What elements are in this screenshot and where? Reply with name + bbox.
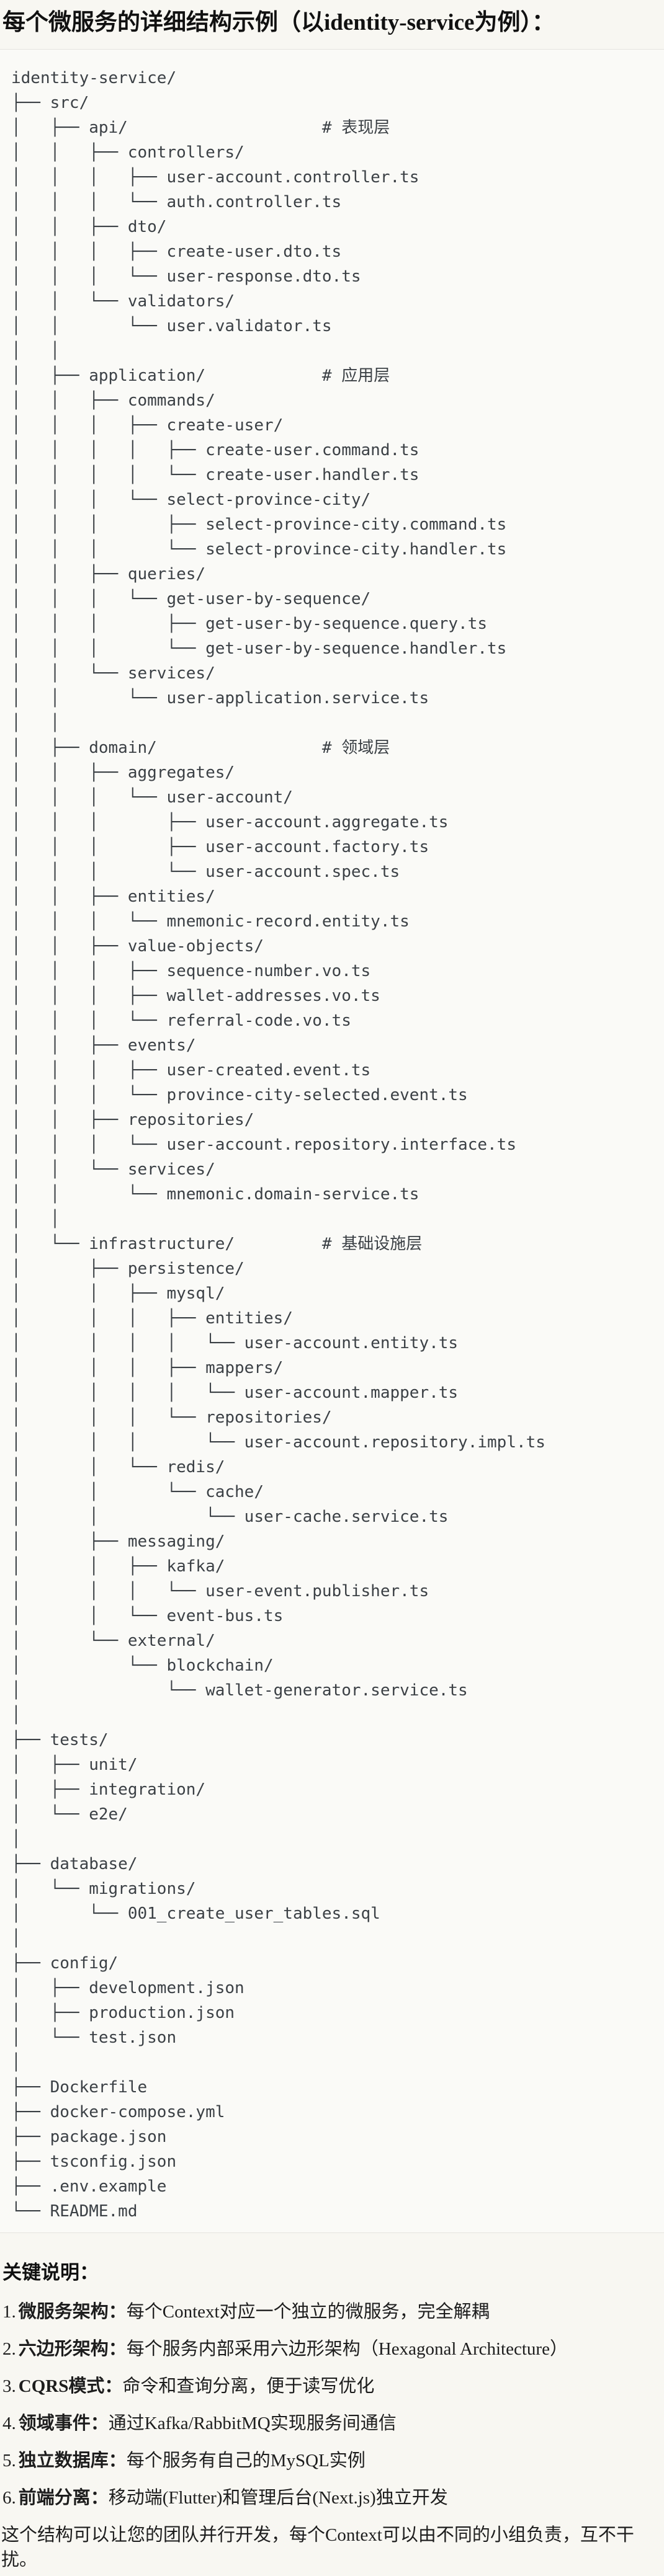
- list-item: 6.前端分离：移动端(Flutter)和管理后台(Next.js)独立开发: [2, 2485, 662, 2510]
- note-desc: 命令和查询分离，便于读写优化: [122, 2376, 375, 2396]
- note-desc: 每个服务内部采用六边形架构（Hexagonal Architecture）: [126, 2338, 568, 2359]
- directory-tree: identity-service/ ├── src/ │ ├── api/ # …: [11, 68, 545, 2221]
- note-number: 2.: [2, 2338, 16, 2359]
- list-item: 2.六边形架构：每个服务内部采用六边形架构（Hexagonal Architec…: [2, 2337, 662, 2361]
- note-label: 微服务架构：: [18, 2301, 127, 2322]
- notes-heading: 关键说明：: [2, 2261, 99, 2283]
- note-desc: 移动端(Flutter)和管理后台(Next.js)独立开发: [108, 2487, 448, 2508]
- notes-list: 1.微服务架构：每个Context对应一个独立的微服务，完全解耦 2.六边形架构…: [0, 2299, 664, 2510]
- note-label: 六边形架构：: [18, 2338, 127, 2359]
- note-label: 独立数据库：: [18, 2450, 127, 2471]
- note-label: 前端分离：: [18, 2487, 109, 2508]
- note-number: 4.: [2, 2413, 16, 2433]
- note-number: 5.: [2, 2450, 16, 2471]
- directory-tree-codeblock: identity-service/ ├── src/ │ ├── api/ # …: [0, 48, 664, 2233]
- list-item: 1.微服务架构：每个Context对应一个独立的微服务，完全解耦: [2, 2299, 662, 2324]
- list-item: 5.独立数据库：每个服务有自己的MySQL实例: [2, 2448, 662, 2473]
- list-item: 3.CQRS模式：命令和查询分离，便于读写优化: [2, 2374, 662, 2399]
- note-label: CQRS模式：: [18, 2376, 123, 2396]
- note-number: 3.: [2, 2376, 16, 2396]
- closing-paragraph: 这个结构可以让您的团队并行开发，每个Context可以由不同的小组负责，互不干扰…: [1, 2525, 634, 2570]
- note-desc: 通过Kafka/RabbitMQ实现服务间通信: [108, 2413, 397, 2433]
- note-desc: 每个Context对应一个独立的微服务，完全解耦: [126, 2301, 490, 2322]
- list-item: 4.领域事件：通过Kafka/RabbitMQ实现服务间通信: [2, 2411, 662, 2436]
- document-body: 每个微服务的详细结构示例（以identity-service为例）： ident…: [0, 10, 664, 2576]
- note-number: 6.: [2, 2487, 16, 2508]
- note-label: 领域事件：: [18, 2413, 109, 2433]
- note-desc: 每个服务有自己的MySQL实例: [126, 2450, 366, 2471]
- page-title: 每个微服务的详细结构示例（以identity-service为例）：: [2, 10, 555, 35]
- note-number: 1.: [2, 2301, 16, 2322]
